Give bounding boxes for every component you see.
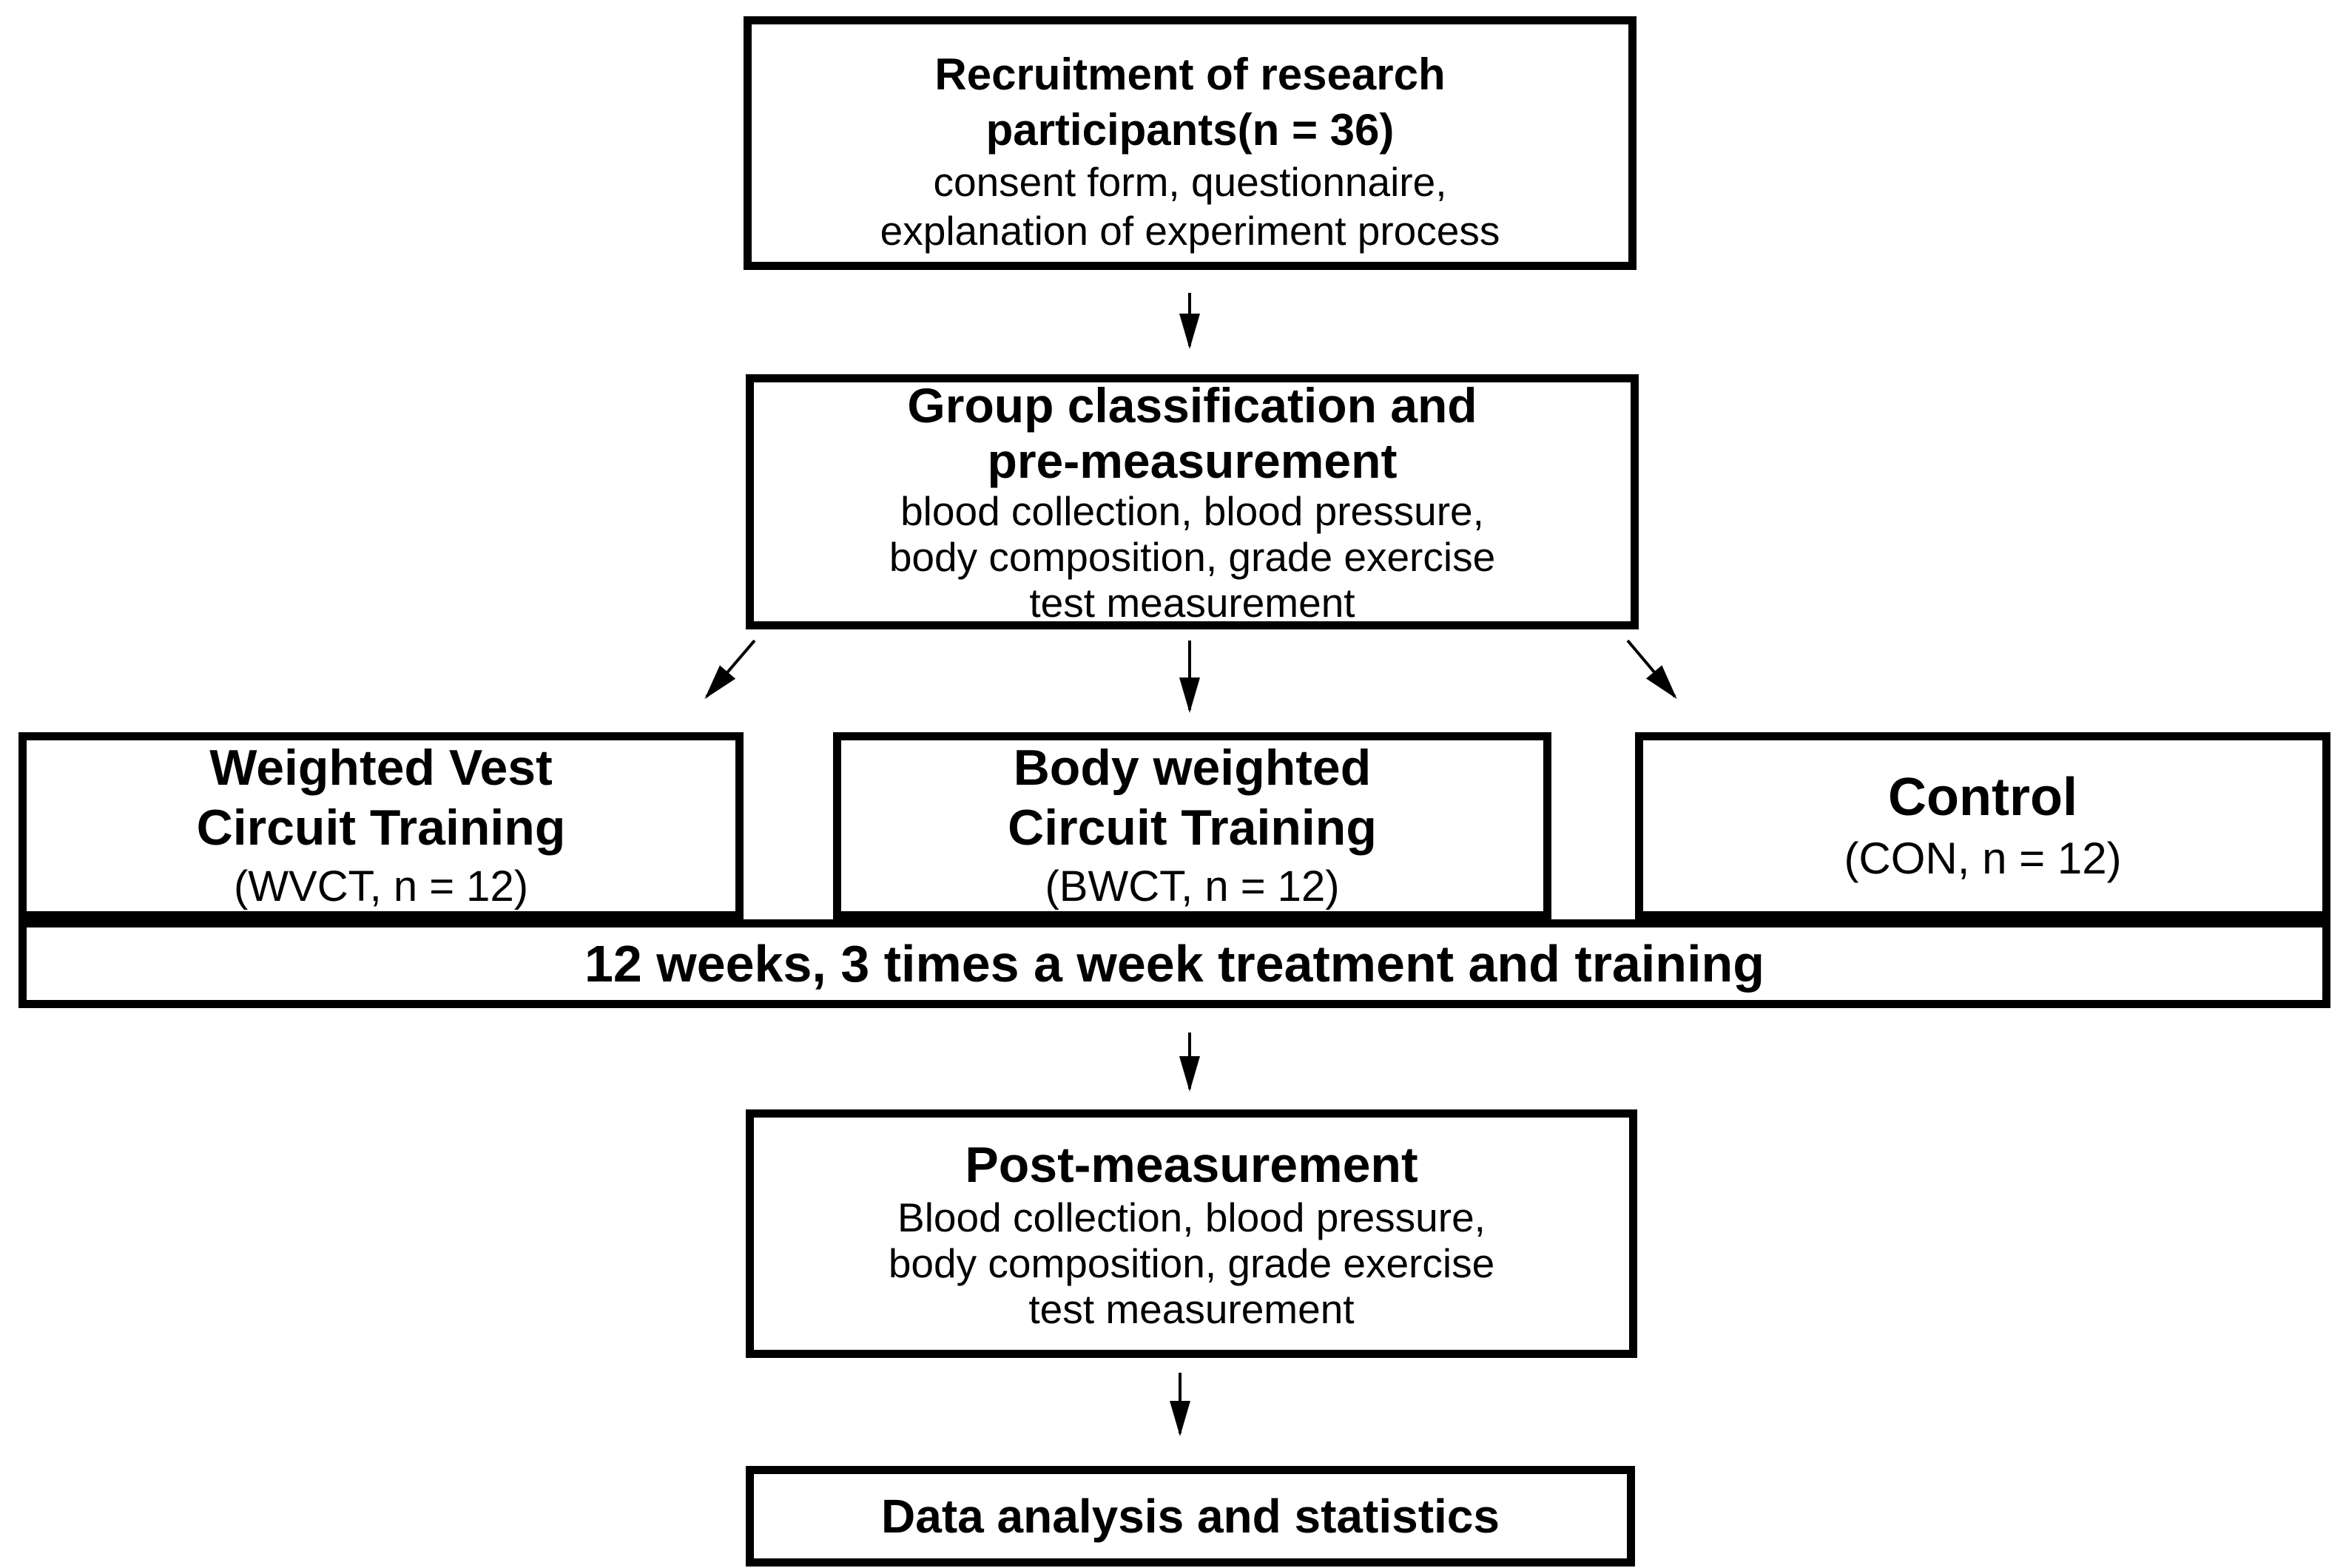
- group-classification-title: Group classification and pre-measurement: [907, 378, 1477, 489]
- arrow-group-to-control-icon: [1626, 639, 1677, 700]
- group-classification-box: Group classification and pre-measurement…: [746, 374, 1639, 629]
- wvct-title: Weighted Vest Circuit Training: [197, 738, 566, 859]
- treatment-duration-bar: 12 weeks, 3 times a week treatment and t…: [18, 919, 2330, 1008]
- treatment-duration-label: 12 weeks, 3 times a week treatment and t…: [584, 935, 1765, 993]
- bwct-title: Body weighted Circuit Training: [1008, 738, 1377, 859]
- post-measurement-details: Blood collection, blood pressure, body c…: [889, 1195, 1494, 1332]
- recruitment-title-line2: participants(n = 36): [985, 105, 1395, 155]
- group-classification-details: blood collection, blood pressure, body c…: [889, 489, 1495, 626]
- post-measurement-detail-line3: test measurement: [1028, 1285, 1355, 1332]
- group-classification-title-line2: pre-measurement: [987, 433, 1398, 489]
- recruitment-box: Recruitment of research participants(n =…: [744, 16, 1637, 270]
- post-measurement-detail-line2: body composition, grade exercise: [888, 1240, 1495, 1286]
- post-measurement-title-line1: Post-measurement: [965, 1136, 1418, 1193]
- recruitment-title: Recruitment of research participants(n =…: [934, 47, 1445, 158]
- post-measurement-box: Post-measurement Blood collection, blood…: [746, 1109, 1637, 1358]
- control-group-box: Control (CON, n = 12): [1635, 732, 2330, 919]
- control-title: Control: [1888, 766, 2077, 829]
- data-analysis-box: Data analysis and statistics: [746, 1466, 1635, 1567]
- bwct-title-line2: Circuit Training: [1008, 800, 1377, 856]
- recruitment-title-line1: Recruitment of research: [934, 50, 1446, 99]
- group-classification-detail-line1: blood collection, blood pressure,: [900, 488, 1484, 535]
- bwct-title-line1: Body weighted: [1013, 739, 1372, 796]
- arrow-group-to-wvct-icon: [704, 639, 756, 700]
- recruitment-detail-line2: explanation of experiment process: [880, 208, 1500, 254]
- post-measurement-title: Post-measurement: [965, 1135, 1418, 1196]
- control-title-line1: Control: [1888, 767, 2077, 827]
- group-classification-title-line1: Group classification and: [907, 377, 1477, 433]
- data-analysis-title: Data analysis and statistics: [881, 1490, 1500, 1543]
- wvct-title-line1: Weighted Vest: [209, 739, 553, 796]
- bwct-group-box: Body weighted Circuit Training (BWCT, n …: [833, 732, 1551, 919]
- group-classification-detail-line2: body composition, grade exercise: [889, 533, 1496, 580]
- control-subtitle: (CON, n = 12): [1844, 834, 2122, 884]
- wvct-subtitle: (WVCT, n = 12): [233, 862, 529, 910]
- bwct-subtitle: (BWCT, n = 12): [1045, 862, 1340, 910]
- wvct-title-line2: Circuit Training: [196, 800, 566, 856]
- wvct-group-box: Weighted Vest Circuit Training (WVCT, n …: [18, 732, 744, 919]
- post-measurement-detail-line1: Blood collection, blood pressure,: [897, 1194, 1486, 1241]
- recruitment-detail-line1: consent form, questionnaire,: [933, 159, 1447, 205]
- recruitment-details: consent form, questionnaire, explanation…: [880, 158, 1500, 255]
- group-classification-detail-line3: test measurement: [1029, 579, 1355, 626]
